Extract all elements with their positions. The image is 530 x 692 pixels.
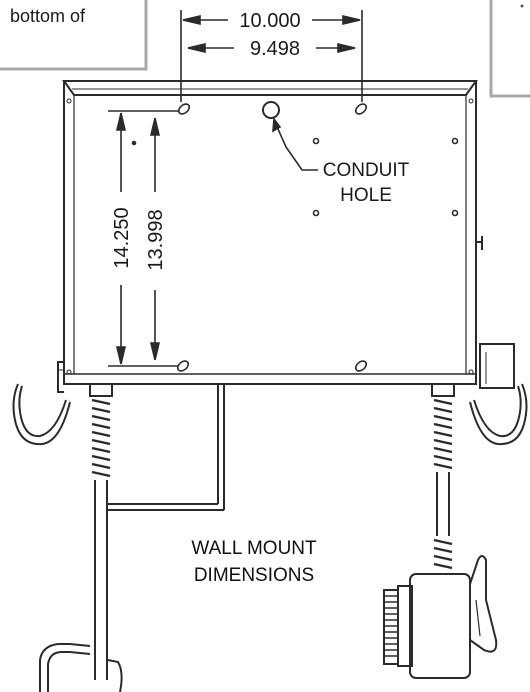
caption-line1: WALL MOUNT (191, 538, 317, 559)
vertical-dimensions (108, 110, 178, 367)
mount-hole-bottom-left (176, 360, 190, 372)
callout-text-left: bottom of (10, 6, 86, 26)
right-hook (469, 343, 528, 446)
conduit-hole (262, 101, 280, 119)
left-hook (12, 361, 71, 446)
callout-box-right (489, 0, 530, 98)
right-cable (383, 383, 498, 679)
callout-box-left: bottom of (0, 0, 148, 71)
dimension-label-outer-width: 10.000 (239, 10, 300, 32)
mount-hole-top-right (354, 103, 368, 115)
mount-hole-bottom-right (354, 360, 368, 372)
left-bracket (106, 384, 225, 511)
enclosure (62, 80, 483, 385)
conduit-leader (272, 116, 318, 171)
dimension-label-inner-height: 13.998 (145, 209, 167, 270)
horizontal-dimensions (180, 10, 363, 102)
dimension-label-inner-width: 9.498 (250, 38, 300, 60)
mount-hole-top-left (177, 103, 191, 115)
conduit-label-line1: CONDUIT (323, 160, 410, 181)
caption-line2: DIMENSIONS (194, 565, 314, 586)
left-cable (39, 383, 123, 692)
dimension-label-outer-height: 14.250 (111, 207, 133, 268)
conduit-label-line2: HOLE (340, 185, 392, 206)
mounting-holes (131, 101, 459, 372)
